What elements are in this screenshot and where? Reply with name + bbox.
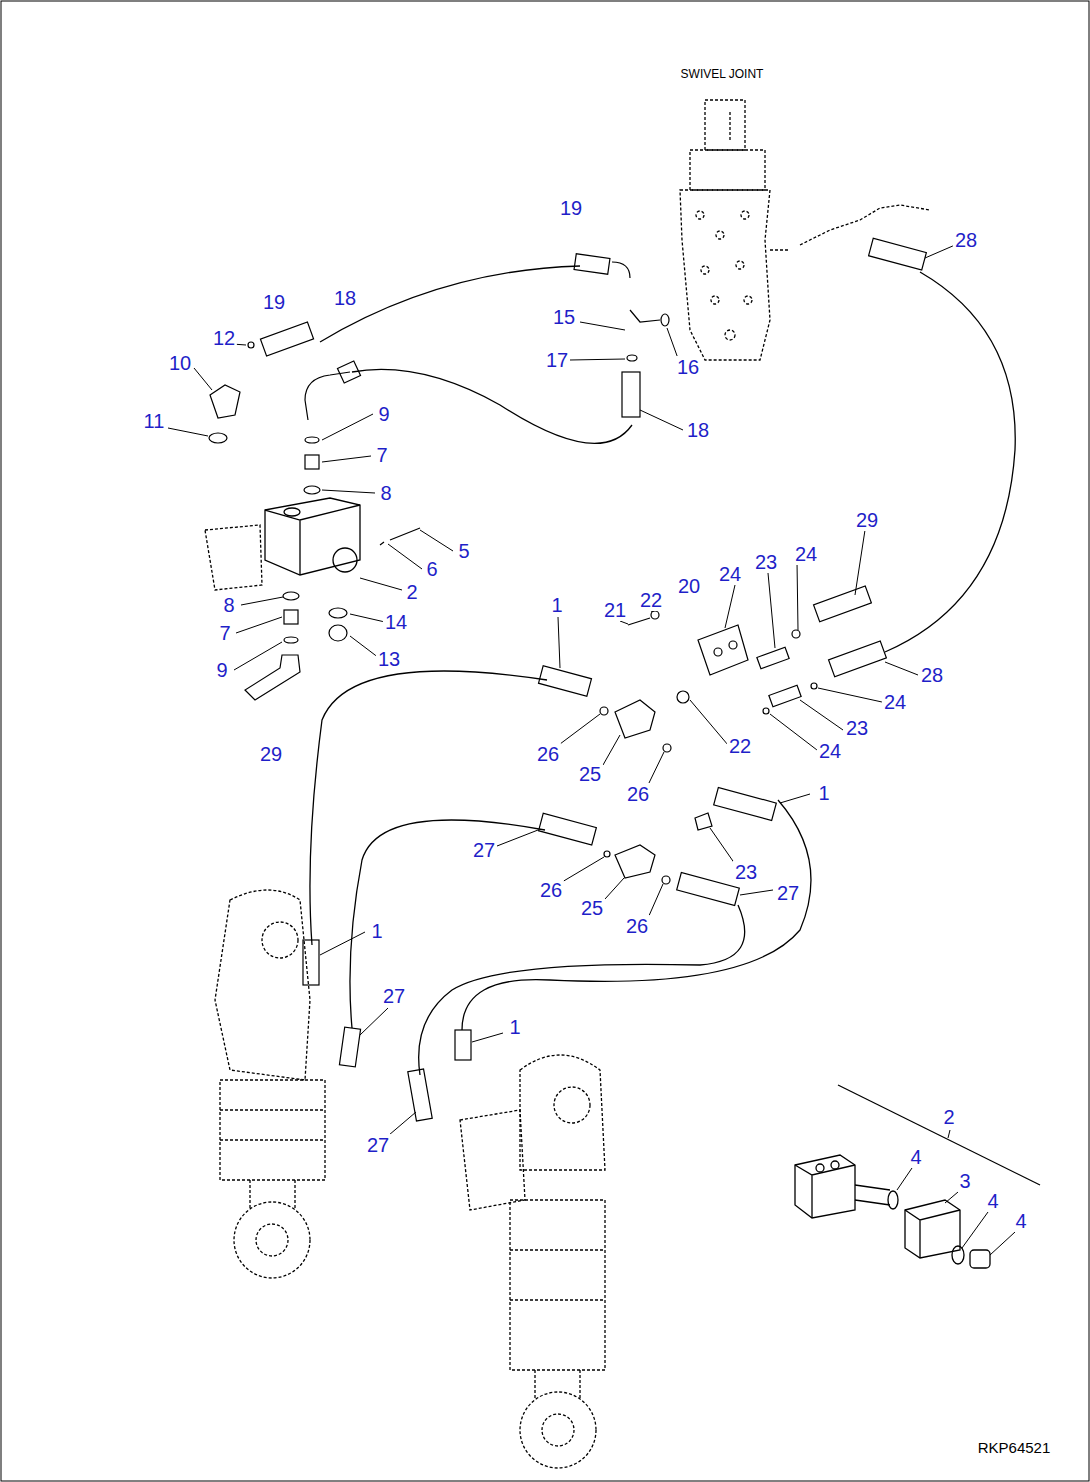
inset-detail [795,1085,1040,1268]
callout-number: 24 [817,740,843,762]
callout-number: 4 [908,1146,923,1168]
callout-number: 27 [365,1134,391,1156]
callout-number: 18 [332,287,358,309]
callout-number: 13 [376,648,402,670]
component-name: SWIVEL JOINT [679,67,766,81]
callout-number: 27 [471,839,497,861]
callout-number: 28 [919,664,945,686]
drawing-code: RKP64521 [976,1439,1053,1456]
callout-number: 15 [551,306,577,328]
callout-number: 5 [456,540,471,562]
hose-fitting [209,238,926,1121]
swivel-joint [680,100,930,360]
callout-number: 29 [258,743,284,765]
callout-number: 23 [733,861,759,883]
callout-number: 10 [167,352,193,374]
leader-line [168,245,1015,1255]
callout-number: 9 [214,659,229,681]
callout-number: 3 [957,1170,972,1192]
hydraulic-cylinder [215,890,605,1468]
callout-number: 2 [941,1106,956,1128]
callout-number: 22 [638,589,664,611]
hose [310,266,1015,1075]
callout-number: 17 [544,349,570,371]
callout-number: 24 [793,543,819,565]
callout-number: 24 [882,691,908,713]
callout-number: 29 [854,509,880,531]
callout-number: 1 [369,920,384,942]
callout-number: 27 [381,985,407,1007]
callout-number: 26 [624,915,650,937]
callout-number: 1 [816,782,831,804]
callout-number: 19 [261,291,287,313]
callout-number: 9 [376,403,391,425]
callout-number: 1 [549,594,564,616]
callout-number: 21 [602,599,628,621]
callout-number: 7 [217,622,232,644]
callout-number: 28 [953,229,979,251]
callout-number: 6 [424,558,439,580]
callout-number: 7 [374,444,389,466]
callout-number: 23 [844,717,870,739]
callout-number: 4 [985,1190,1000,1212]
callout-number: 2 [404,581,419,603]
valve-block [205,498,360,590]
callout-number: 26 [625,783,651,805]
callout-number: 25 [579,897,605,919]
callout-number: 25 [577,763,603,785]
callout-number: 23 [753,551,779,573]
callout-number: 20 [676,575,702,597]
callout-number: 19 [558,197,584,219]
callout-number: 18 [685,419,711,441]
callout-number: 26 [535,743,561,765]
callout-number: 11 [142,410,167,432]
callout-number: 8 [221,594,236,616]
callout-number: 26 [538,879,564,901]
callout-number: 16 [675,356,701,378]
callout-number: 14 [383,611,409,633]
callout-number: 8 [378,482,393,504]
callout-number: 27 [775,882,801,904]
callout-number: 4 [1013,1210,1028,1232]
callout-number: 12 [211,327,237,349]
callout-number: 1 [507,1016,522,1038]
callout-number: 22 [727,735,753,757]
callout-number: 24 [717,563,743,585]
